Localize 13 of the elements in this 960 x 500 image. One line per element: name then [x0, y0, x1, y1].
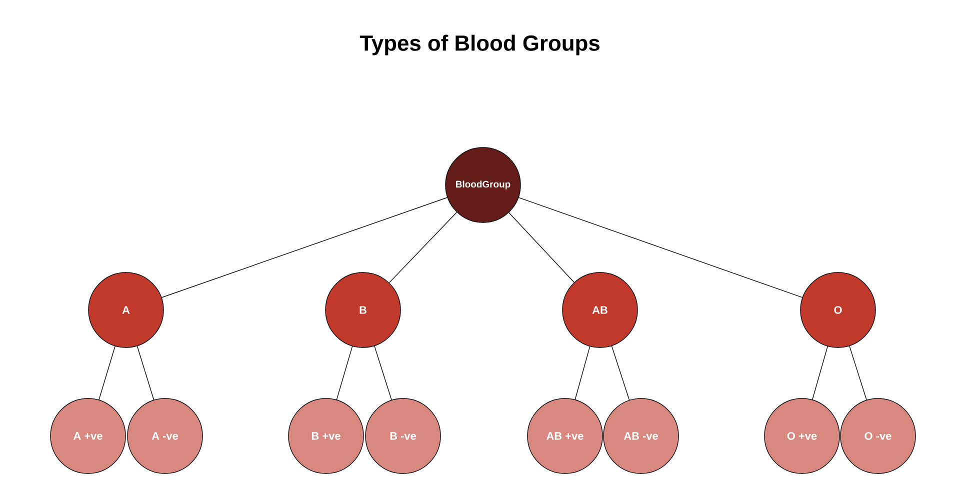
connector-line	[98, 346, 116, 400]
connector-line	[574, 346, 590, 400]
connector-line	[161, 197, 448, 298]
connector-line	[812, 346, 828, 400]
connector-line	[611, 346, 630, 400]
connector-line	[518, 197, 803, 298]
connector-line	[508, 212, 574, 283]
connector-line	[374, 346, 392, 400]
connector-line	[336, 346, 353, 400]
connector-line	[388, 212, 458, 284]
title: Types of Blood Groups	[360, 34, 600, 56]
connector-line	[849, 346, 867, 400]
connector-line	[136, 346, 154, 400]
